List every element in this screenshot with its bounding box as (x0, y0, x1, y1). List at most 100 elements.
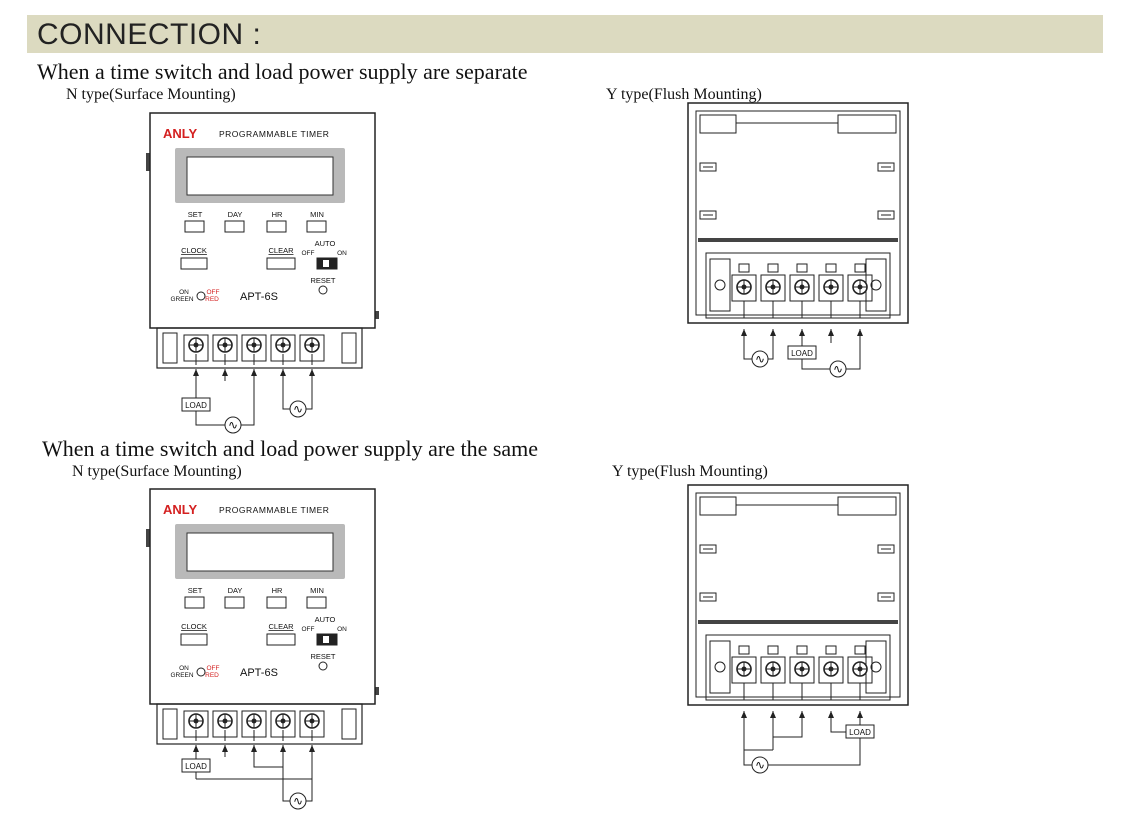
mount-hole-left (714, 279, 726, 291)
terminal-end-left (162, 708, 178, 740)
screw-center (280, 718, 286, 724)
min-button-label: MIN (310, 586, 324, 595)
corner-tab-tr (837, 114, 897, 134)
wire (801, 359, 830, 370)
clear-button-label: CLEAR (268, 246, 294, 255)
arrow-head (280, 369, 286, 376)
screw-center (741, 666, 747, 672)
corner-tab-tr (837, 496, 897, 516)
clock-button-label: CLOCK (181, 622, 207, 631)
latch-slot (877, 210, 895, 220)
latch-slot (699, 162, 717, 172)
switch-off-label: OFF (302, 626, 315, 633)
mode-switch-knob (323, 260, 329, 267)
switch-on-label: ON (337, 250, 347, 257)
brand-logo: ANLY (163, 502, 198, 517)
wire (282, 381, 290, 410)
terminal-end-left (709, 258, 731, 312)
load-label: LOAD (185, 762, 207, 771)
day-button-label: DAY (228, 586, 243, 595)
led-off-label: OFF (207, 665, 220, 672)
wire (253, 757, 283, 768)
mount-tab-left (146, 153, 150, 171)
arrow-head (251, 369, 257, 376)
ac-symbol: ∿ (833, 362, 843, 376)
terminal-end-left (709, 640, 731, 694)
model-name: APT-6S (240, 667, 278, 679)
y-type-timer: ∿ LOAD ∿ (687, 102, 909, 378)
section-2-y-label: Y type(Flush Mounting) (612, 463, 768, 480)
terminal-marker (767, 263, 779, 273)
load-label: LOAD (849, 728, 871, 737)
terminal-marker (796, 263, 808, 273)
screw-center (741, 284, 747, 290)
terminal-area (705, 634, 891, 701)
clear-button (266, 633, 296, 646)
status-led (196, 667, 206, 677)
screw-center (799, 284, 805, 290)
screw-center (193, 342, 199, 348)
led-red-label: RED (205, 672, 219, 679)
arrow-head (251, 745, 257, 752)
min-button (306, 220, 327, 233)
min-button-label: MIN (310, 210, 324, 219)
reset-label: RESET (310, 276, 335, 285)
ac-symbol: ∿ (293, 402, 303, 416)
terminal-marker (738, 263, 750, 273)
mount-tab-right (375, 311, 379, 319)
switch-auto-label: AUTO (315, 239, 336, 248)
clock-button-label: CLOCK (181, 246, 207, 255)
switch-on-label: ON (337, 626, 347, 633)
wire (846, 343, 861, 370)
led-red-label: RED (205, 296, 219, 303)
divider-bar (698, 238, 898, 242)
product-name: PROGRAMMABLE TIMER (219, 129, 329, 139)
arrow-head (309, 745, 315, 752)
ac-symbol: ∿ (755, 352, 765, 366)
terminal-marker (825, 263, 837, 273)
screw-center (251, 342, 257, 348)
screw-center (857, 284, 863, 290)
clear-button (266, 257, 296, 270)
screw-center (309, 718, 315, 724)
wire (768, 738, 861, 766)
flush-inner-frame (695, 492, 901, 698)
day-button-label: DAY (228, 210, 243, 219)
wire (282, 757, 290, 802)
min-button (306, 596, 327, 609)
latch-slot (699, 210, 717, 220)
load-label: LOAD (185, 401, 207, 410)
hr-button (266, 220, 287, 233)
terminal-end-right (341, 332, 357, 364)
load-label: LOAD (791, 349, 813, 358)
section-1-y-label: Y type(Flush Mounting) (606, 86, 762, 103)
latch-slot (699, 544, 717, 554)
mount-tab-left (146, 529, 150, 547)
terminal-block (156, 327, 363, 369)
terminal-end-left (162, 332, 178, 364)
latch-slot (699, 592, 717, 602)
clock-button (180, 633, 208, 646)
section-1-title: When a time switch and load power supply… (37, 59, 528, 84)
ac-symbol: ∿ (755, 758, 765, 772)
section-2-n-label: N type(Surface Mounting) (72, 463, 242, 480)
flush-inner-frame (695, 110, 901, 316)
wire (743, 343, 752, 360)
flush-body (687, 102, 909, 324)
switch-auto-label: AUTO (315, 615, 336, 624)
wire (830, 721, 846, 733)
terminal-block (156, 703, 363, 745)
screw-center (857, 666, 863, 672)
screw-center (770, 666, 776, 672)
screw-center (828, 284, 834, 290)
screw-center (828, 666, 834, 672)
corner-tab-tl (699, 496, 737, 516)
section-2-title: When a time switch and load power supply… (42, 436, 539, 461)
model-name: APT-6S (240, 291, 278, 303)
set-button (184, 220, 205, 233)
set-button-label: SET (188, 586, 203, 595)
led-on-label: ON (179, 665, 189, 672)
section-header: CONNECTION : (27, 15, 1103, 53)
arrow-head (193, 745, 199, 752)
